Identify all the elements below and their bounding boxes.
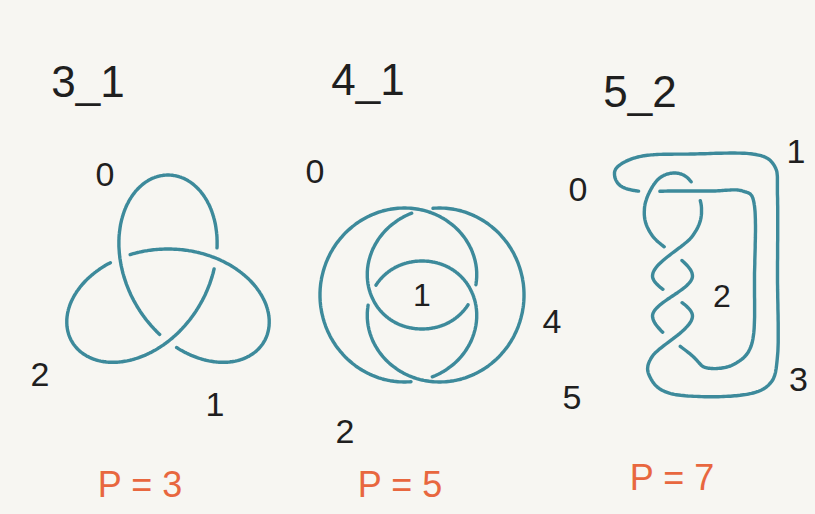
callout-number: 4 bbox=[540, 302, 565, 341]
callout-number: 1 bbox=[410, 277, 434, 314]
knot-name: 5_2 bbox=[600, 67, 679, 118]
prime-label: P = 3 bbox=[95, 464, 185, 505]
prime-label: P = 7 bbox=[627, 457, 717, 498]
callout-number: 2 bbox=[333, 412, 358, 451]
knot-strand bbox=[67, 175, 269, 362]
callout-number: 1 bbox=[784, 132, 809, 171]
callout-number: 0 bbox=[93, 155, 118, 194]
knot-name: 4_1 bbox=[328, 55, 407, 106]
callout-number: 3 bbox=[786, 360, 811, 399]
knot-strand bbox=[320, 208, 524, 382]
callout-number: 0 bbox=[303, 152, 328, 191]
callout-number: 2 bbox=[28, 355, 53, 394]
callout-number: 0 bbox=[566, 170, 591, 209]
callout-number: 1 bbox=[203, 385, 228, 424]
callout-number: 5 bbox=[560, 378, 585, 417]
knot-strand bbox=[615, 153, 779, 397]
callout-number: 2 bbox=[710, 278, 734, 315]
knot-name: 3_1 bbox=[48, 57, 127, 108]
prime-label: P = 5 bbox=[355, 464, 445, 505]
